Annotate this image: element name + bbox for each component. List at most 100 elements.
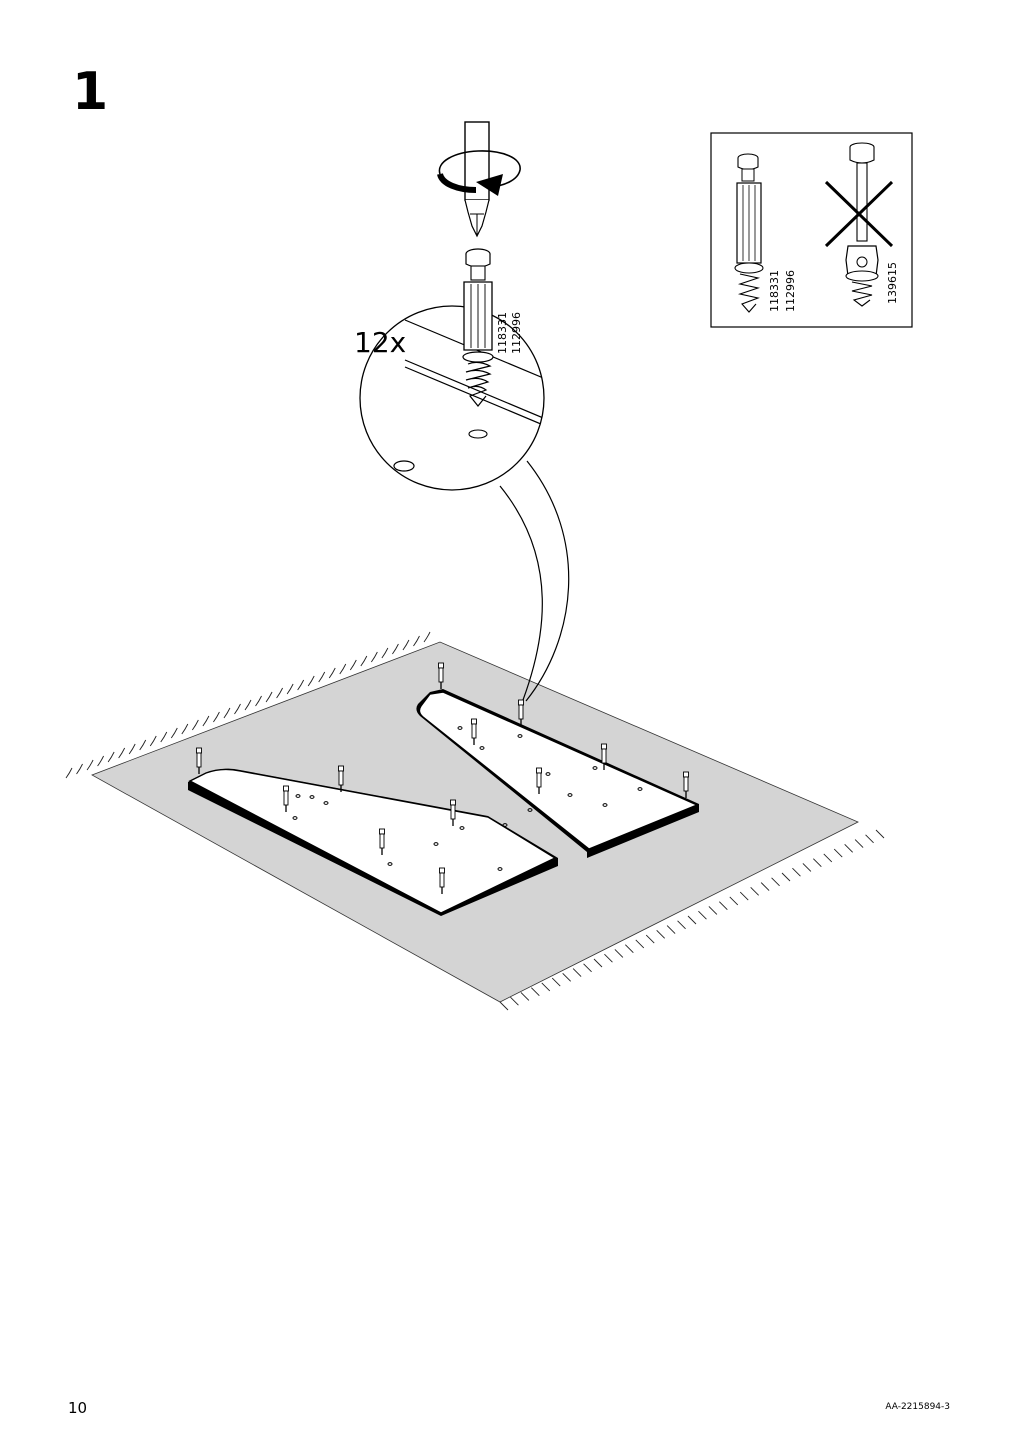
fringe-strand <box>802 863 812 872</box>
fringe-strand <box>118 747 126 759</box>
hole-icon <box>527 808 533 812</box>
part-number-label: 118331 <box>496 312 509 354</box>
part-number-label: 118331 <box>768 270 781 312</box>
dowel-screw-icon <box>536 767 542 794</box>
document-code: AA-2215894-3 <box>885 1402 950 1412</box>
fringe-strand <box>833 848 843 858</box>
hole-icon <box>479 746 485 750</box>
screwdriver-icon <box>464 121 490 238</box>
hole-icon <box>387 862 393 866</box>
fringe-strand <box>160 731 168 743</box>
fringe-strand <box>170 727 178 739</box>
fringe-strand <box>625 944 634 953</box>
fringe-strand <box>223 707 231 719</box>
fringe-strand <box>865 834 874 844</box>
fringe-strand <box>234 703 241 715</box>
fringe-strand <box>771 877 780 887</box>
hole-icon <box>457 726 463 730</box>
fringe-strand <box>520 992 530 1001</box>
hole-icon <box>602 803 608 807</box>
rug-fringe <box>65 631 885 1011</box>
hole-icon <box>497 867 503 871</box>
fringe-strand <box>318 671 326 683</box>
hole-icon <box>309 795 315 799</box>
fringe-strand <box>392 643 399 655</box>
dowel-screw-icon <box>196 747 202 774</box>
panel-left <box>188 768 558 916</box>
cross-out-icon <box>824 180 894 248</box>
dowel-screw-icon <box>518 699 524 726</box>
dowel-screw-icon <box>601 743 607 770</box>
fringe-strand <box>604 953 613 963</box>
dowel-screw-icon <box>338 765 344 792</box>
fringe-strand <box>139 739 147 751</box>
part-number-label: 139615 <box>886 262 899 304</box>
fringe-strand <box>360 655 368 667</box>
hole-icon <box>502 823 508 827</box>
fringe-strand <box>750 887 759 896</box>
fringe-strand <box>191 719 199 731</box>
dowel-screw-icon <box>283 785 289 812</box>
fringe-strand <box>813 858 822 867</box>
fringe-strand <box>413 635 420 647</box>
dowel-screw-icon <box>379 828 385 855</box>
fringe-strand <box>255 695 262 707</box>
fringe-strand <box>729 896 739 906</box>
hole-icon <box>637 787 643 791</box>
fringe-strand <box>698 910 707 920</box>
fringe-strand <box>381 647 389 659</box>
part-number-label: 112996 <box>784 270 797 312</box>
fringe-strand <box>213 711 220 723</box>
hole-icon <box>393 460 415 472</box>
fringe-strand <box>328 667 336 679</box>
fringe-strand <box>583 963 592 973</box>
fringe-strand <box>181 723 189 735</box>
fringe-strand <box>349 659 357 671</box>
fringe-strand <box>719 901 728 910</box>
dowel-screw-icon <box>438 662 444 689</box>
fringe-strand <box>656 930 665 939</box>
fringe-strand <box>551 977 561 987</box>
hole-icon <box>517 734 523 738</box>
fringe-strand <box>76 763 83 775</box>
hole-icon <box>295 794 301 798</box>
fringe-strand <box>307 675 315 687</box>
fringe-strand <box>875 829 885 839</box>
fringe-strand <box>107 751 115 763</box>
fringe-strand <box>286 683 294 695</box>
fringe-strand <box>739 891 749 901</box>
fringe-strand <box>645 934 655 944</box>
hole-icon <box>433 842 439 846</box>
fringe-strand <box>677 920 686 930</box>
panel-holes <box>292 726 643 871</box>
callout-line <box>525 460 570 702</box>
fringe-strand <box>781 872 791 882</box>
fringe-strand <box>128 743 136 755</box>
fringe-strand <box>531 987 540 996</box>
dowel-screw-icon <box>471 718 477 745</box>
hole-icon <box>545 772 551 776</box>
hole-icon <box>468 429 488 439</box>
quantity-label: 12x <box>354 326 406 359</box>
dowel-screw-icon <box>462 248 494 407</box>
step-number: 1 <box>72 62 108 122</box>
hole-icon <box>323 801 329 805</box>
dowel-screw-icon <box>683 771 689 798</box>
fringe-strand <box>339 663 347 675</box>
warning-box: 118331 112996 139615 <box>710 132 913 328</box>
hole-icon <box>592 766 598 770</box>
fringe-strand <box>562 973 571 982</box>
fringe-strand <box>593 958 603 968</box>
fringe-strand <box>708 906 718 915</box>
correct-dowel-icon <box>734 153 764 313</box>
fringe-strand <box>297 679 305 691</box>
fringe-strand <box>510 996 519 1006</box>
fringe-strand <box>402 639 410 651</box>
fringe-strand <box>844 844 853 853</box>
fringe-strand <box>370 651 378 663</box>
dowel-screw-icon <box>439 867 445 894</box>
fringe-strand <box>572 968 582 977</box>
incorrect-dowel-icon <box>845 142 879 307</box>
fringe-strand <box>499 1001 509 1011</box>
